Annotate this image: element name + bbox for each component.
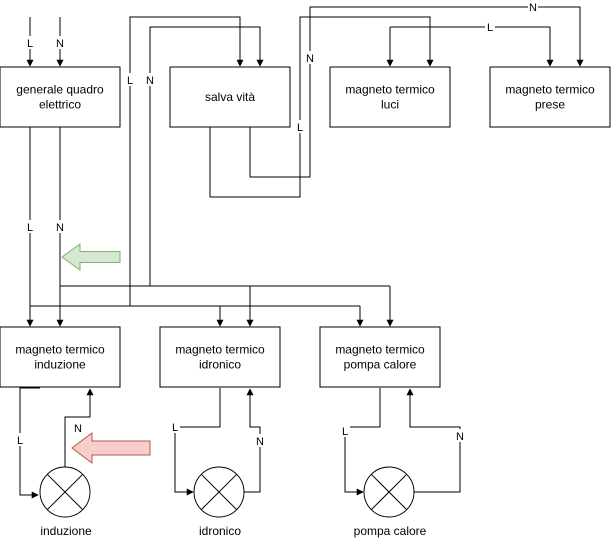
box-magneto-luci[interactable] [329, 66, 451, 128]
svg-text:L: L [172, 422, 178, 434]
box-label-induzione-line-1: induzione [34, 358, 86, 372]
svg-text:N: N [529, 2, 537, 14]
wire-label-l-0: L [25, 36, 35, 50]
wire-to-prese-l [390, 26, 554, 67]
box-salva-vita[interactable] [169, 66, 291, 128]
box-label-pompa-line-1: pompa calore [344, 358, 417, 372]
wire-bus-l-to-salva [129, 16, 244, 306]
wire-bus-n-to-salva [149, 26, 264, 286]
wire-label-l-7: L [485, 20, 495, 34]
wire-label-l-12: L [170, 420, 180, 434]
wire-label-n-3: N [145, 73, 155, 87]
wire-label-n-6: N [528, 0, 538, 14]
green-arrow-icon [61, 243, 121, 271]
svg-text:N: N [56, 222, 64, 234]
wire-label-l-8: L [25, 220, 35, 234]
wire-salva-out-l [209, 16, 434, 198]
wire-salva-out-n [249, 6, 584, 178]
wire-label-l-10: L [15, 433, 25, 447]
svg-text:L: L [17, 435, 23, 447]
wire-label-n-1: N [55, 36, 65, 50]
lamp-induzione-icon [39, 466, 91, 518]
box-label-idronico-line-1: idronico [199, 358, 241, 372]
wire-label-l-5: L [295, 120, 305, 134]
wire-idronico-n [244, 388, 261, 493]
box-label-luci-line-0: magneto termico [345, 83, 435, 97]
box-magneto-prese[interactable] [489, 66, 611, 128]
svg-text:L: L [487, 22, 493, 34]
wire-label-n-11: N [73, 421, 83, 435]
svg-text:L: L [27, 222, 33, 234]
box-generale-quadro[interactable] [0, 66, 121, 128]
svg-text:L: L [27, 38, 33, 50]
wire-induzione-n [64, 388, 94, 467]
lamp-pompa-icon [363, 466, 415, 518]
box-label-induzione-line-0: magneto termico [15, 343, 105, 357]
svg-text:N: N [456, 431, 464, 443]
box-label-idronico-line-0: magneto termico [175, 343, 265, 357]
load-label-induzione: induzione [40, 524, 92, 538]
wire-label-n-15: N [455, 429, 465, 443]
box-label-prese-line-0: magneto termico [505, 83, 595, 97]
wire-label-l-14: L [340, 424, 350, 438]
svg-text:L: L [127, 75, 133, 87]
wire-label-n-13: N [255, 434, 265, 448]
wire-label-n-4: N [305, 51, 315, 65]
box-magneto-induzione[interactable] [0, 326, 121, 388]
box-label-prese-line-1: prese [535, 98, 565, 112]
box-label-pompa-line-0: magneto termico [335, 343, 425, 357]
svg-text:L: L [297, 122, 303, 134]
wire-label-l-2: L [125, 73, 135, 87]
svg-text:L: L [342, 426, 348, 438]
box-label-generale-line-0: generale quadro [16, 83, 104, 97]
box-label-generale-line-1: elettrico [39, 98, 81, 112]
svg-text:N: N [74, 423, 82, 435]
lamp-idronico-icon [193, 466, 245, 518]
box-magneto-pompa[interactable] [319, 326, 441, 388]
svg-text:N: N [56, 38, 64, 50]
red-arrow-icon [71, 432, 151, 464]
svg-text:N: N [146, 75, 154, 87]
box-label-salva: salva vità [205, 90, 255, 104]
wire-pompa-n [406, 388, 461, 493]
svg-text:N: N [306, 53, 314, 65]
load-label-idronico: idronico [199, 524, 241, 538]
load-label-pompa: pompa calore [354, 524, 427, 538]
wire-label-n-9: N [55, 220, 65, 234]
box-magneto-idronico[interactable] [159, 326, 281, 388]
svg-text:N: N [256, 436, 264, 448]
box-label-salva-line-0: salva vità [205, 90, 255, 104]
box-label-luci-line-1: luci [381, 98, 399, 112]
